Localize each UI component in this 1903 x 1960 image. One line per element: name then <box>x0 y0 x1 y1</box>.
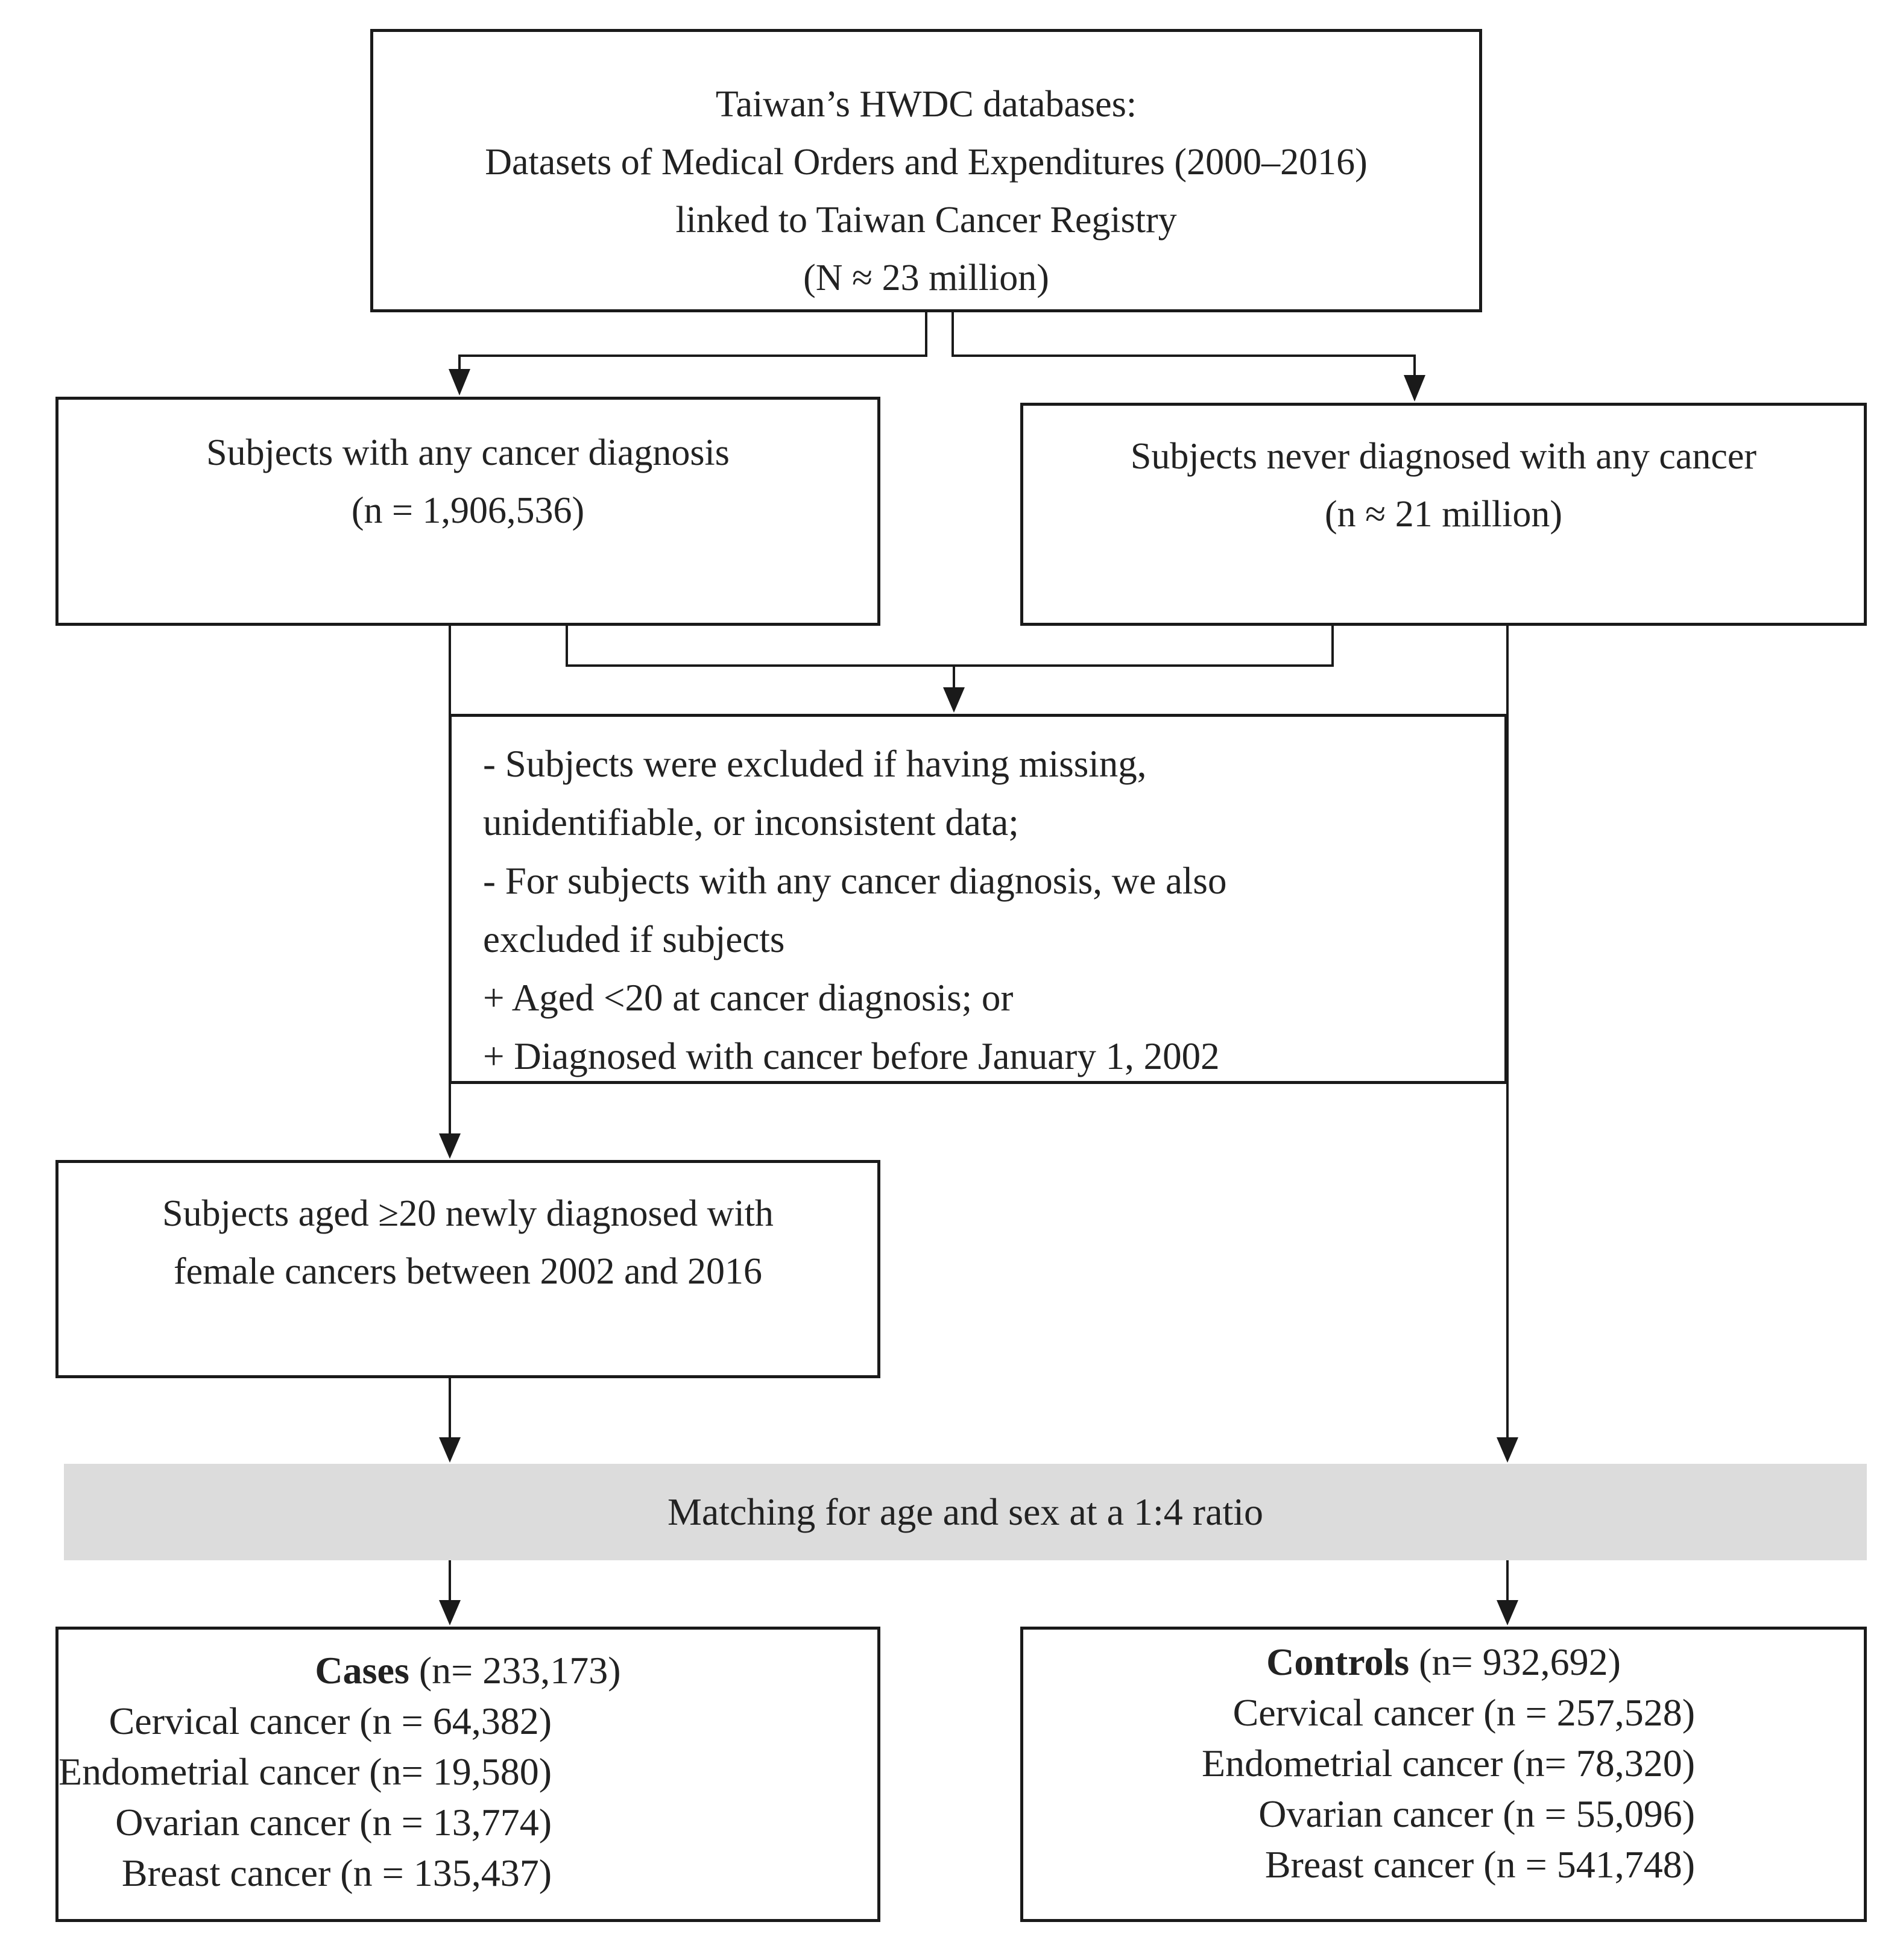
source-database-box: Taiwan’s HWDC databases: Datasets of Med… <box>370 29 1482 312</box>
female-cancer-subjects-box: Subjects aged ≥20 newly diagnosed with f… <box>55 1160 880 1378</box>
source-line-3: linked to Taiwan Cancer Registry <box>675 200 1177 241</box>
exclusion-line: unidentifiable, or inconsistent data; <box>483 801 1019 843</box>
female-cancer-line-1: Subjects aged ≥20 newly diagnosed with <box>162 1193 774 1234</box>
arrowhead-cases <box>439 1600 461 1625</box>
controls-row: Endometrial cancer (n= 78,320) <box>1202 1742 1695 1785</box>
arrowhead-exclusion <box>943 687 965 713</box>
female-cancer-line-2: female cancers between 2002 and 2016 <box>173 1251 763 1292</box>
cases-row: Breast cancer (n = 135,437) <box>121 1851 552 1894</box>
cases-row: Endometrial cancer (n= 19,580) <box>58 1750 552 1793</box>
controls-row: Ovarian cancer (n = 55,096) <box>1258 1792 1695 1835</box>
matching-label: Matching for age and sex at a 1:4 ratio <box>667 1490 1264 1533</box>
cases-box: Cases (n= 233,173) Cervical cancer (n = … <box>55 1627 880 1922</box>
cancer-subjects-title: Subjects with any cancer diagnosis <box>206 432 730 473</box>
never-diagnosed-title: Subjects never diagnosed with any cancer <box>1130 436 1757 477</box>
controls-row: Breast cancer (n = 541,748) <box>1264 1843 1695 1886</box>
exclusion-line: - For subjects with any cancer diagnosis… <box>483 860 1227 902</box>
never-diagnosed-count: (n ≈ 21 million) <box>1325 494 1562 535</box>
cases-heading: Cases (n= 233,173) <box>58 1645 877 1696</box>
cases-row: Ovarian cancer (n = 13,774) <box>115 1801 552 1844</box>
arrowhead-female <box>439 1133 461 1159</box>
connector-source-to-cancer <box>458 312 927 369</box>
controls-box: Controls (n= 932,692) Cervical cancer (n… <box>1020 1627 1867 1922</box>
never-diagnosed-box: Subjects never diagnosed with any cancer… <box>1020 403 1867 626</box>
controls-heading-count: (n= 932,692) <box>1419 1640 1621 1683</box>
exclusion-line: excluded if subjects <box>483 918 785 960</box>
connector-source-to-nocancer <box>952 312 1416 375</box>
exclusion-criteria-box: - Subjects were excluded if having missi… <box>449 714 1507 1084</box>
matching-step-band: Matching for age and sex at a 1:4 ratio <box>64 1464 1867 1560</box>
arrowhead-nocancer <box>1404 375 1425 402</box>
cases-row: Cervical cancer (n = 64,382) <box>109 1700 552 1742</box>
exclusion-line: + Diagnosed with cancer before January 1… <box>483 1035 1220 1077</box>
controls-heading-label: Controls <box>1266 1640 1410 1683</box>
cancer-subjects-box: Subjects with any cancer diagnosis (n = … <box>55 397 880 626</box>
cases-heading-count: (n= 233,173) <box>418 1649 621 1692</box>
controls-row: Cervical cancer (n = 257,528) <box>1232 1691 1695 1734</box>
arrowhead-controls <box>1497 1600 1518 1625</box>
arrowhead-cancer <box>449 369 470 395</box>
exclusion-line: + Aged <20 at cancer diagnosis; or <box>483 977 1014 1019</box>
exclusion-line: - Subjects were excluded if having missi… <box>483 743 1147 785</box>
source-line-2: Datasets of Medical Orders and Expenditu… <box>485 142 1368 183</box>
arrowhead-matching-left <box>439 1437 461 1463</box>
cases-heading-label: Cases <box>315 1649 409 1692</box>
source-line-1: Taiwan’s HWDC databases: <box>715 84 1137 125</box>
controls-heading: Controls (n= 932,692) <box>1023 1637 1864 1687</box>
source-line-4: (N ≈ 23 million) <box>803 257 1049 298</box>
connector-merge-to-exclusion <box>566 626 1334 667</box>
arrowhead-matching-right <box>1497 1437 1518 1463</box>
cancer-subjects-count: (n = 1,906,536) <box>351 490 585 531</box>
